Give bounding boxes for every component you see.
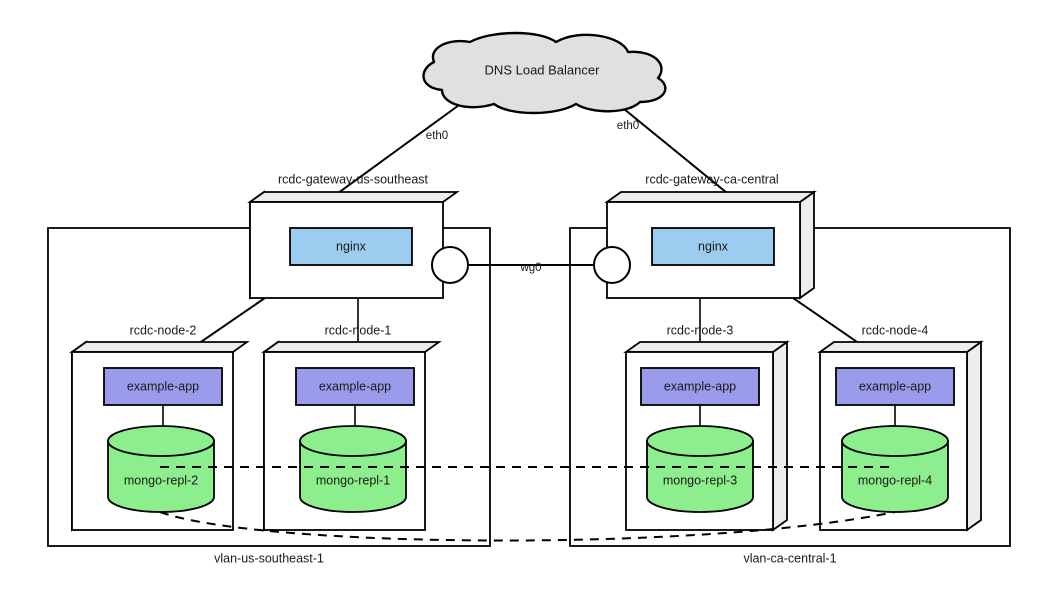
link-label-wg0: wg0 <box>519 262 541 274</box>
node-3-side-face <box>772 340 788 532</box>
nginx-box-us-southeast[interactable] <box>289 227 413 266</box>
db-cylinder-node-4[interactable]: mongo-repl-4 <box>841 425 949 513</box>
gateway-ca-central-top-face <box>604 191 817 203</box>
gateway-us-southeast[interactable]: rcdc-gateway-us-southeast nginx <box>247 172 460 300</box>
gateway-us-southeast-top-face <box>247 191 460 203</box>
nginx-label-us-southeast: nginx <box>336 239 367 253</box>
wg-interface-circle-left[interactable] <box>431 246 469 284</box>
node-4-top-face <box>817 341 984 353</box>
vlan-label-ca-central: vlan-ca-central-1 <box>743 551 836 565</box>
vlan-label-us-southeast: vlan-us-southeast-1 <box>214 551 324 565</box>
app-box-node-4[interactable] <box>835 367 955 406</box>
node-rcdc-node-1[interactable]: rcdc-node-1 example-app mongo-repl-1 <box>261 323 442 532</box>
db-cylinder-node-1[interactable]: mongo-repl-1 <box>299 425 407 513</box>
dns-load-balancer-cloud: DNS Load Balancer <box>422 31 667 115</box>
db-cylinder-node-3[interactable]: mongo-repl-3 <box>646 425 754 513</box>
cloud-label: DNS Load Balancer <box>485 62 601 77</box>
gateway-ca-central-label: rcdc-gateway-ca-central <box>645 172 778 186</box>
node-4-side-face <box>966 340 982 532</box>
db-label-node-4: mongo-repl-4 <box>858 473 932 487</box>
app-label-node-3: example-app <box>664 379 736 393</box>
app-box-node-3[interactable] <box>640 367 760 406</box>
node-1-top-face <box>261 341 442 353</box>
app-label-node-1: example-app <box>319 379 391 393</box>
node-4-label: rcdc-node-4 <box>862 323 929 337</box>
node-3-top-face <box>623 341 790 353</box>
gateway-ca-central-side-face <box>799 190 815 300</box>
wg-interface-circle-right[interactable] <box>593 246 631 284</box>
app-box-node-2[interactable] <box>103 367 223 406</box>
node-1-label: rcdc-node-1 <box>325 323 392 337</box>
db-label-node-1: mongo-repl-1 <box>316 473 390 487</box>
db-cylinder-node-2[interactable]: mongo-repl-2 <box>107 425 215 513</box>
app-label-node-4: example-app <box>859 379 931 393</box>
node-2-label: rcdc-node-2 <box>130 323 197 337</box>
db-label-node-3: mongo-repl-3 <box>663 473 737 487</box>
node-3-label: rcdc-node-3 <box>667 323 734 337</box>
node-rcdc-node-4[interactable]: rcdc-node-4 example-app mongo-repl-4 <box>817 323 984 532</box>
gateway-ca-central[interactable]: rcdc-gateway-ca-central nginx <box>604 172 817 300</box>
nginx-label-ca-central: nginx <box>698 239 729 253</box>
app-label-node-2: example-app <box>127 379 199 393</box>
gateway-us-southeast-label: rcdc-gateway-us-southeast <box>278 172 429 186</box>
nginx-box-ca-central[interactable] <box>651 227 775 266</box>
link-label-eth0-left: eth0 <box>426 130 448 142</box>
db-label-node-2: mongo-repl-2 <box>124 473 198 487</box>
link-label-eth0-right: eth0 <box>617 120 639 132</box>
link-wg0: wg0 <box>466 262 596 274</box>
node-rcdc-node-3[interactable]: rcdc-node-3 example-app mongo-repl-3 <box>623 323 790 532</box>
app-box-node-1[interactable] <box>295 367 415 406</box>
node-rcdc-node-2[interactable]: rcdc-node-2 example-app mongo-repl-2 <box>69 323 250 532</box>
mongo-replication-curved-link <box>159 511 896 542</box>
node-2-top-face <box>69 341 250 353</box>
